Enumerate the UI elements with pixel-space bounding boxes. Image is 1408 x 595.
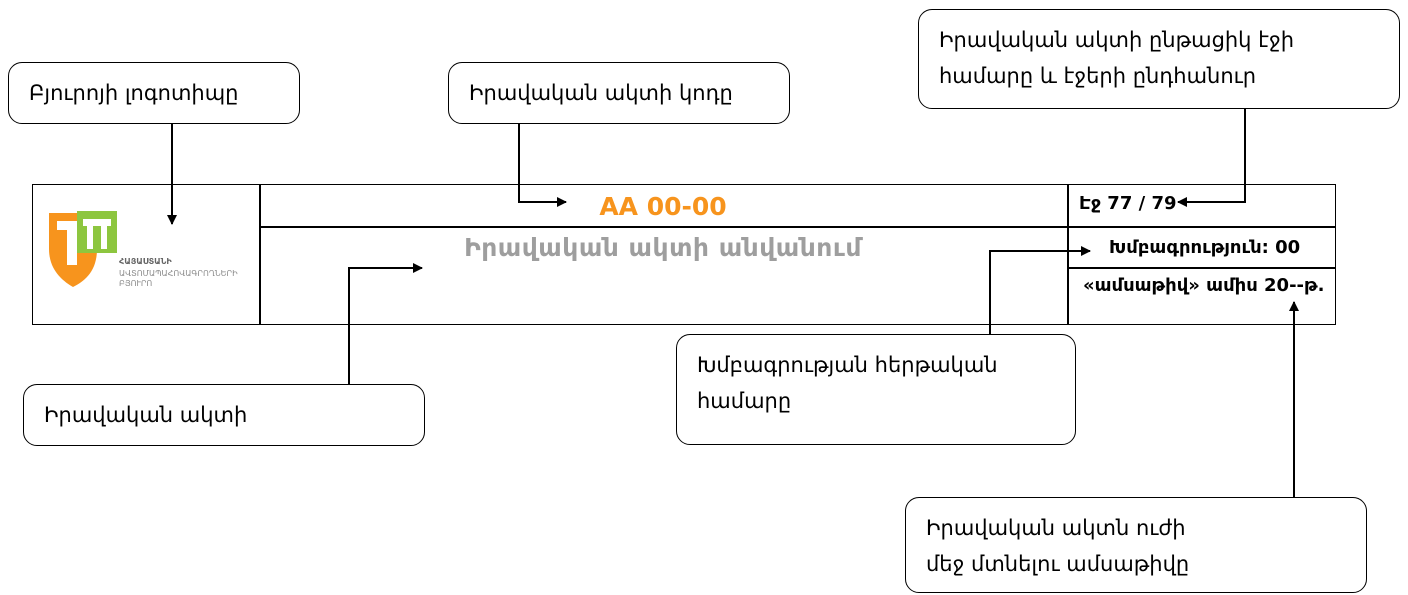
divider bbox=[259, 185, 261, 324]
callout-date-text: Իրավական ակտն ուժի մեջ մտնելու ամսաթիվը bbox=[926, 516, 1190, 576]
callout-edition: Խմբագրության հերթական համարը bbox=[676, 334, 1076, 445]
act-code: AA 00-00 bbox=[599, 192, 727, 221]
edition-number: Խմբագրություն: 00 bbox=[1109, 237, 1301, 258]
arrow-page bbox=[1177, 109, 1246, 207]
divider bbox=[1067, 185, 1069, 324]
bureau-logo: ՀԱՅԱՍՏԱՆԻ ԱՎՏՈՄԱՊԱՀՈՎԱԳՐՈՂՆԵՐԻ ԲՅՈՒՐՈ bbox=[47, 209, 257, 299]
callout-logo-text: Բյուրոյի լոգոտիպը bbox=[29, 81, 239, 105]
logo-emblem-icon bbox=[49, 211, 117, 287]
callout-code-text: Իրավական ակտի կոդը bbox=[469, 81, 733, 105]
callout-edition-text: Խմբագրության հերթական համարը bbox=[697, 353, 998, 413]
act-name: Իրավական ակտի անվանում bbox=[464, 233, 862, 262]
divider bbox=[1067, 267, 1335, 269]
callout-page-text: Իրավական ակտի ընթացիկ էջի համարը և էջերի… bbox=[939, 28, 1295, 88]
callout-code: Իրավական ակտի կոդը bbox=[448, 62, 790, 124]
callout-page: Իրավական ակտի ընթացիկ էջի համարը և էջերի… bbox=[918, 9, 1400, 109]
callout-date: Իրավական ակտն ուժի մեջ մտնելու ամսաթիվը bbox=[905, 497, 1367, 593]
logo-text-line3: ԲՅՈՒՐՈ bbox=[119, 279, 153, 288]
arrow-name bbox=[348, 263, 423, 384]
callout-name: Իրավական ակտի bbox=[23, 384, 425, 446]
document-header-table: ՀԱՅԱՍՏԱՆԻ ԱՎՏՈՄԱՊԱՀՈՎԱԳՐՈՂՆԵՐԻ ԲՅՈՒՐՈ AA… bbox=[32, 184, 1336, 325]
page-number: Էջ 77 / 79 bbox=[1079, 193, 1177, 214]
logo-text-line2: ԱՎՏՈՄԱՊԱՀՈՎԱԳՐՈՂՆԵՐԻ bbox=[119, 269, 238, 278]
effective-date: «ամսաթիվ» ամիս 20--թ. bbox=[1083, 275, 1325, 296]
callout-logo: Բյուրոյի լոգոտիպը bbox=[8, 62, 300, 124]
arrow-code bbox=[518, 124, 567, 207]
divider bbox=[259, 226, 1335, 228]
arrow-edition bbox=[989, 246, 1091, 334]
logo-text-line1: ՀԱՅԱՍՏԱՆԻ bbox=[119, 257, 172, 266]
callout-name-text: Իրավական ակտի bbox=[44, 403, 248, 427]
